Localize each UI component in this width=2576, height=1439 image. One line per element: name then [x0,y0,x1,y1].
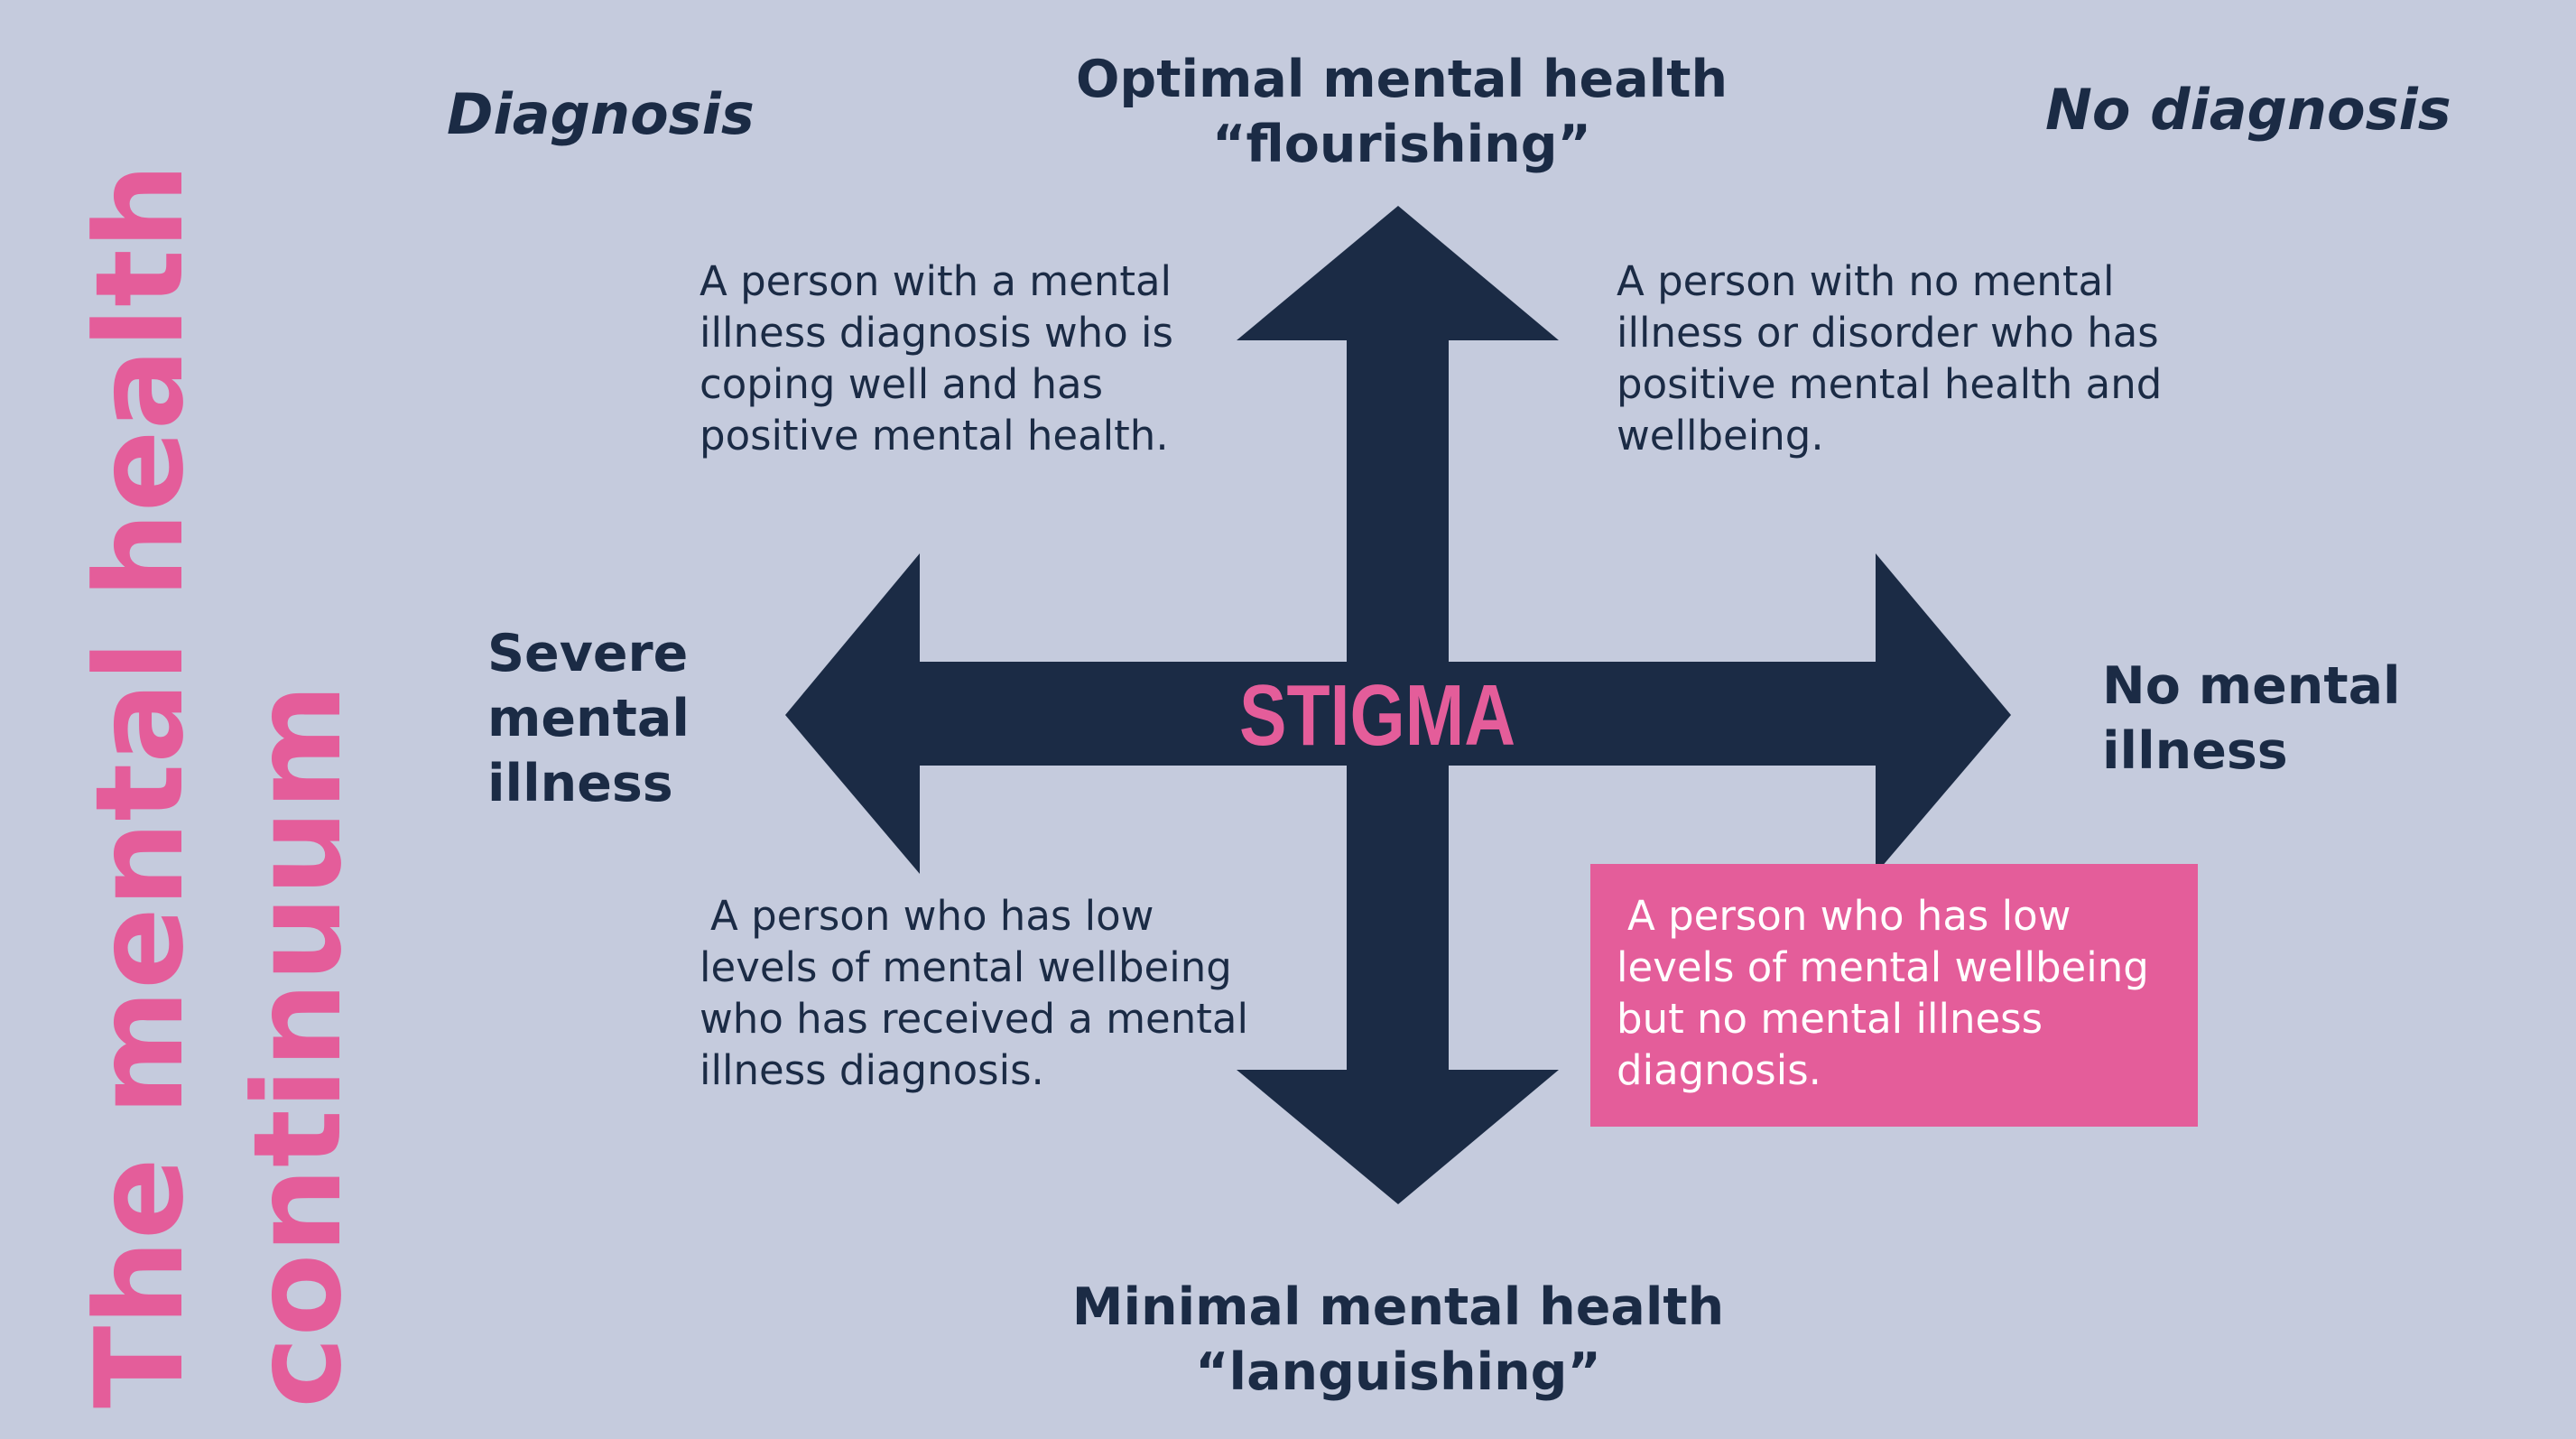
axis-bottom-line-2: “languishing” [1195,1342,1601,1402]
quadrant-bottom-right-text: A person who has low levels of mental we… [1617,892,2149,1094]
horizontal-double-arrow [785,553,2011,874]
axis-left-line-3: illness [487,754,673,813]
axis-top-label: Optimal mental health “flourishing” [996,47,1808,177]
no-diagnosis-label: No diagnosis [2045,77,2451,143]
axis-right-line-2: illness [2102,721,2288,781]
stigma-label: STIGMA [1239,667,1516,764]
axis-left-label: Severe mental illness [487,621,690,816]
axis-right-label: No mental illness [2102,654,2401,784]
axis-left-line-1: Severe [487,624,689,683]
diagnosis-label: Diagnosis [447,81,755,147]
quadrant-bottom-left-text: A person who has low levels of mental we… [700,892,1248,1094]
axis-left-line-2: mental [487,689,690,748]
axis-top-line-2: “flourishing” [1212,115,1591,174]
quadrant-top-right-text: A person with no mental illness or disor… [1617,257,2163,460]
axis-bottom-label: Minimal mental health “languishing” [992,1275,1804,1405]
axis-right-line-1: No mental [2102,656,2401,716]
axis-bottom-line-1: Minimal mental health [1071,1277,1725,1337]
quadrant-bottom-right-box: A person who has low levels of mental we… [1590,864,2198,1127]
axis-top-line-1: Optimal mental health [1075,50,1728,109]
quadrant-top-left-text: A person with a mental illness diagnosis… [700,257,1173,460]
